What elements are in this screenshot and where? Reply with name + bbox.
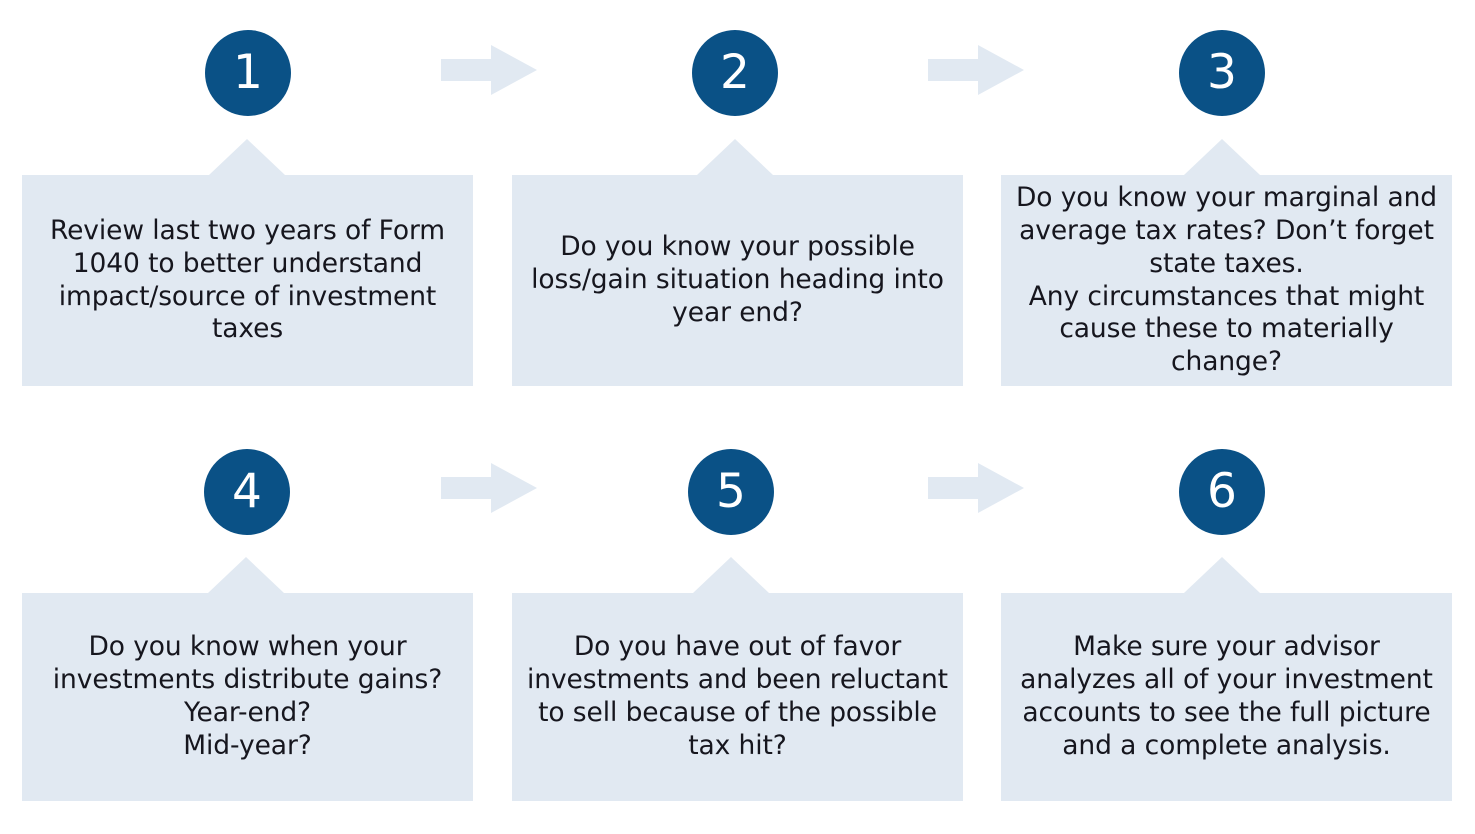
step-number-5: 5 [716,463,746,519]
step-number-6: 6 [1207,463,1237,519]
callout-text-2: Do you know your possible loss/gain situ… [531,231,944,328]
step-number-1: 1 [233,44,263,100]
callout-pointer-5 [693,557,769,593]
callout-box-1: Review last two years of Form 1040 to be… [22,175,473,386]
step-number-2: 2 [720,44,750,100]
connector-arrow-2-to-3 [928,42,1026,102]
step-number-3: 3 [1207,44,1237,100]
callout-pointer-1 [209,139,285,175]
callout-text-4: Do you know when your investments distri… [52,631,443,761]
connector-arrow-1-to-2 [441,42,539,102]
step-number-badge-5: 5 [688,449,774,535]
step-number-4: 4 [232,463,262,519]
callout-text-5: Do you have out of favor investments and… [527,631,948,761]
callout-pointer-6 [1184,557,1260,593]
callout-box-2: Do you know your possible loss/gain situ… [512,175,963,386]
step-number-badge-1: 1 [205,30,291,116]
callout-pointer-2 [697,139,773,175]
connector-arrow-4-to-5 [441,460,539,520]
step-number-badge-6: 6 [1179,449,1265,535]
callout-box-6: Make sure your advisor analyzes all of y… [1001,593,1452,801]
callout-box-4: Do you know when your investments distri… [22,593,473,801]
step-number-badge-3: 3 [1179,30,1265,116]
callout-text-1: Review last two years of Form 1040 to be… [49,214,446,345]
callout-text-6: Make sure your advisor analyzes all of y… [1020,631,1433,761]
callout-pointer-3 [1184,139,1260,175]
callout-box-5: Do you have out of favor investments and… [512,593,963,801]
callout-text-3: Do you know your marginal and average ta… [1015,181,1438,378]
step-number-badge-4: 4 [204,449,290,535]
connector-arrow-5-to-6 [928,460,1026,520]
callout-box-3: Do you know your marginal and average ta… [1001,175,1452,386]
callout-pointer-4 [208,557,284,593]
step-number-badge-2: 2 [692,30,778,116]
